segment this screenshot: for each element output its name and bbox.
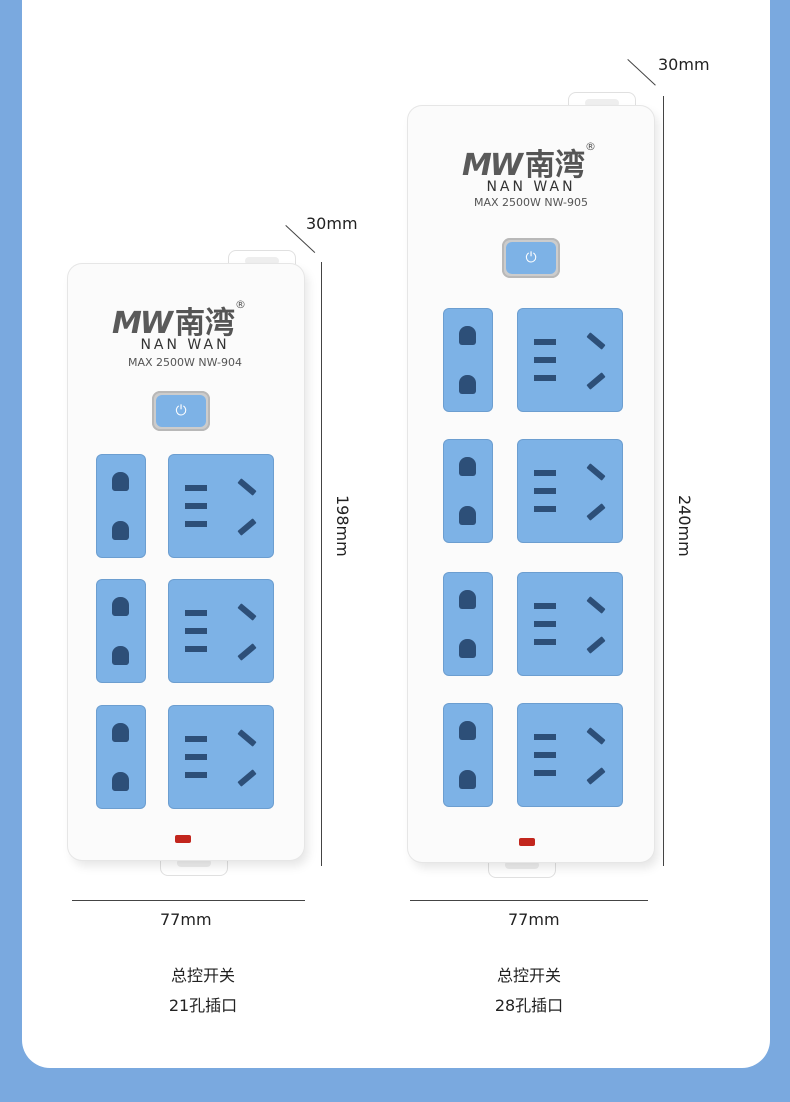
logo-mark: MW bbox=[112, 306, 173, 341]
feature-master-switch: 总控开关 bbox=[496, 966, 561, 985]
power-icon: ⏻ bbox=[506, 242, 556, 274]
master-switch[interactable]: ⏻ bbox=[502, 238, 560, 278]
three-pin-socket bbox=[518, 704, 622, 806]
feature-master-switch: 总控开关 bbox=[170, 966, 235, 985]
feature-outlets: 21孔插口 bbox=[168, 996, 238, 1015]
three-pin-socket bbox=[518, 573, 622, 675]
two-pin-socket bbox=[97, 455, 145, 557]
brand-name: NAN WAN bbox=[140, 337, 230, 353]
height-label: 240mm bbox=[675, 495, 694, 557]
depth-label: 30mm bbox=[658, 55, 710, 74]
two-pin-socket bbox=[444, 573, 492, 675]
logo-chinese: 南湾 bbox=[174, 306, 235, 341]
width-line bbox=[72, 900, 305, 901]
two-pin-socket bbox=[444, 704, 492, 806]
three-pin-socket bbox=[169, 580, 273, 682]
three-pin-socket bbox=[518, 440, 622, 542]
brand-name: NAN WAN bbox=[486, 179, 576, 195]
logo-mark: MW bbox=[462, 148, 523, 183]
three-pin-socket bbox=[169, 455, 273, 557]
two-pin-socket bbox=[444, 440, 492, 542]
registered-mark: ® bbox=[584, 140, 596, 153]
model-rating: MAX 2500W NW-905 bbox=[473, 196, 589, 209]
height-label: 198mm bbox=[333, 495, 352, 557]
registered-mark: ® bbox=[234, 298, 246, 311]
depth-label: 30mm bbox=[306, 214, 358, 233]
indicator-light bbox=[175, 835, 191, 843]
three-pin-socket bbox=[518, 309, 622, 411]
indicator-light bbox=[519, 838, 535, 846]
two-pin-socket bbox=[97, 580, 145, 682]
model-rating: MAX 2500W NW-904 bbox=[127, 356, 243, 369]
two-pin-socket bbox=[97, 706, 145, 808]
width-label: 77mm bbox=[160, 910, 212, 929]
three-pin-socket bbox=[169, 706, 273, 808]
logo-chinese: 南湾 bbox=[524, 148, 585, 183]
master-switch[interactable]: ⏻ bbox=[152, 391, 210, 431]
width-line bbox=[410, 900, 648, 901]
width-label: 77mm bbox=[508, 910, 560, 929]
height-line bbox=[321, 262, 322, 866]
two-pin-socket bbox=[444, 309, 492, 411]
height-line bbox=[663, 96, 664, 866]
power-icon: ⏻ bbox=[156, 395, 206, 427]
feature-outlets: 28孔插口 bbox=[494, 996, 564, 1015]
